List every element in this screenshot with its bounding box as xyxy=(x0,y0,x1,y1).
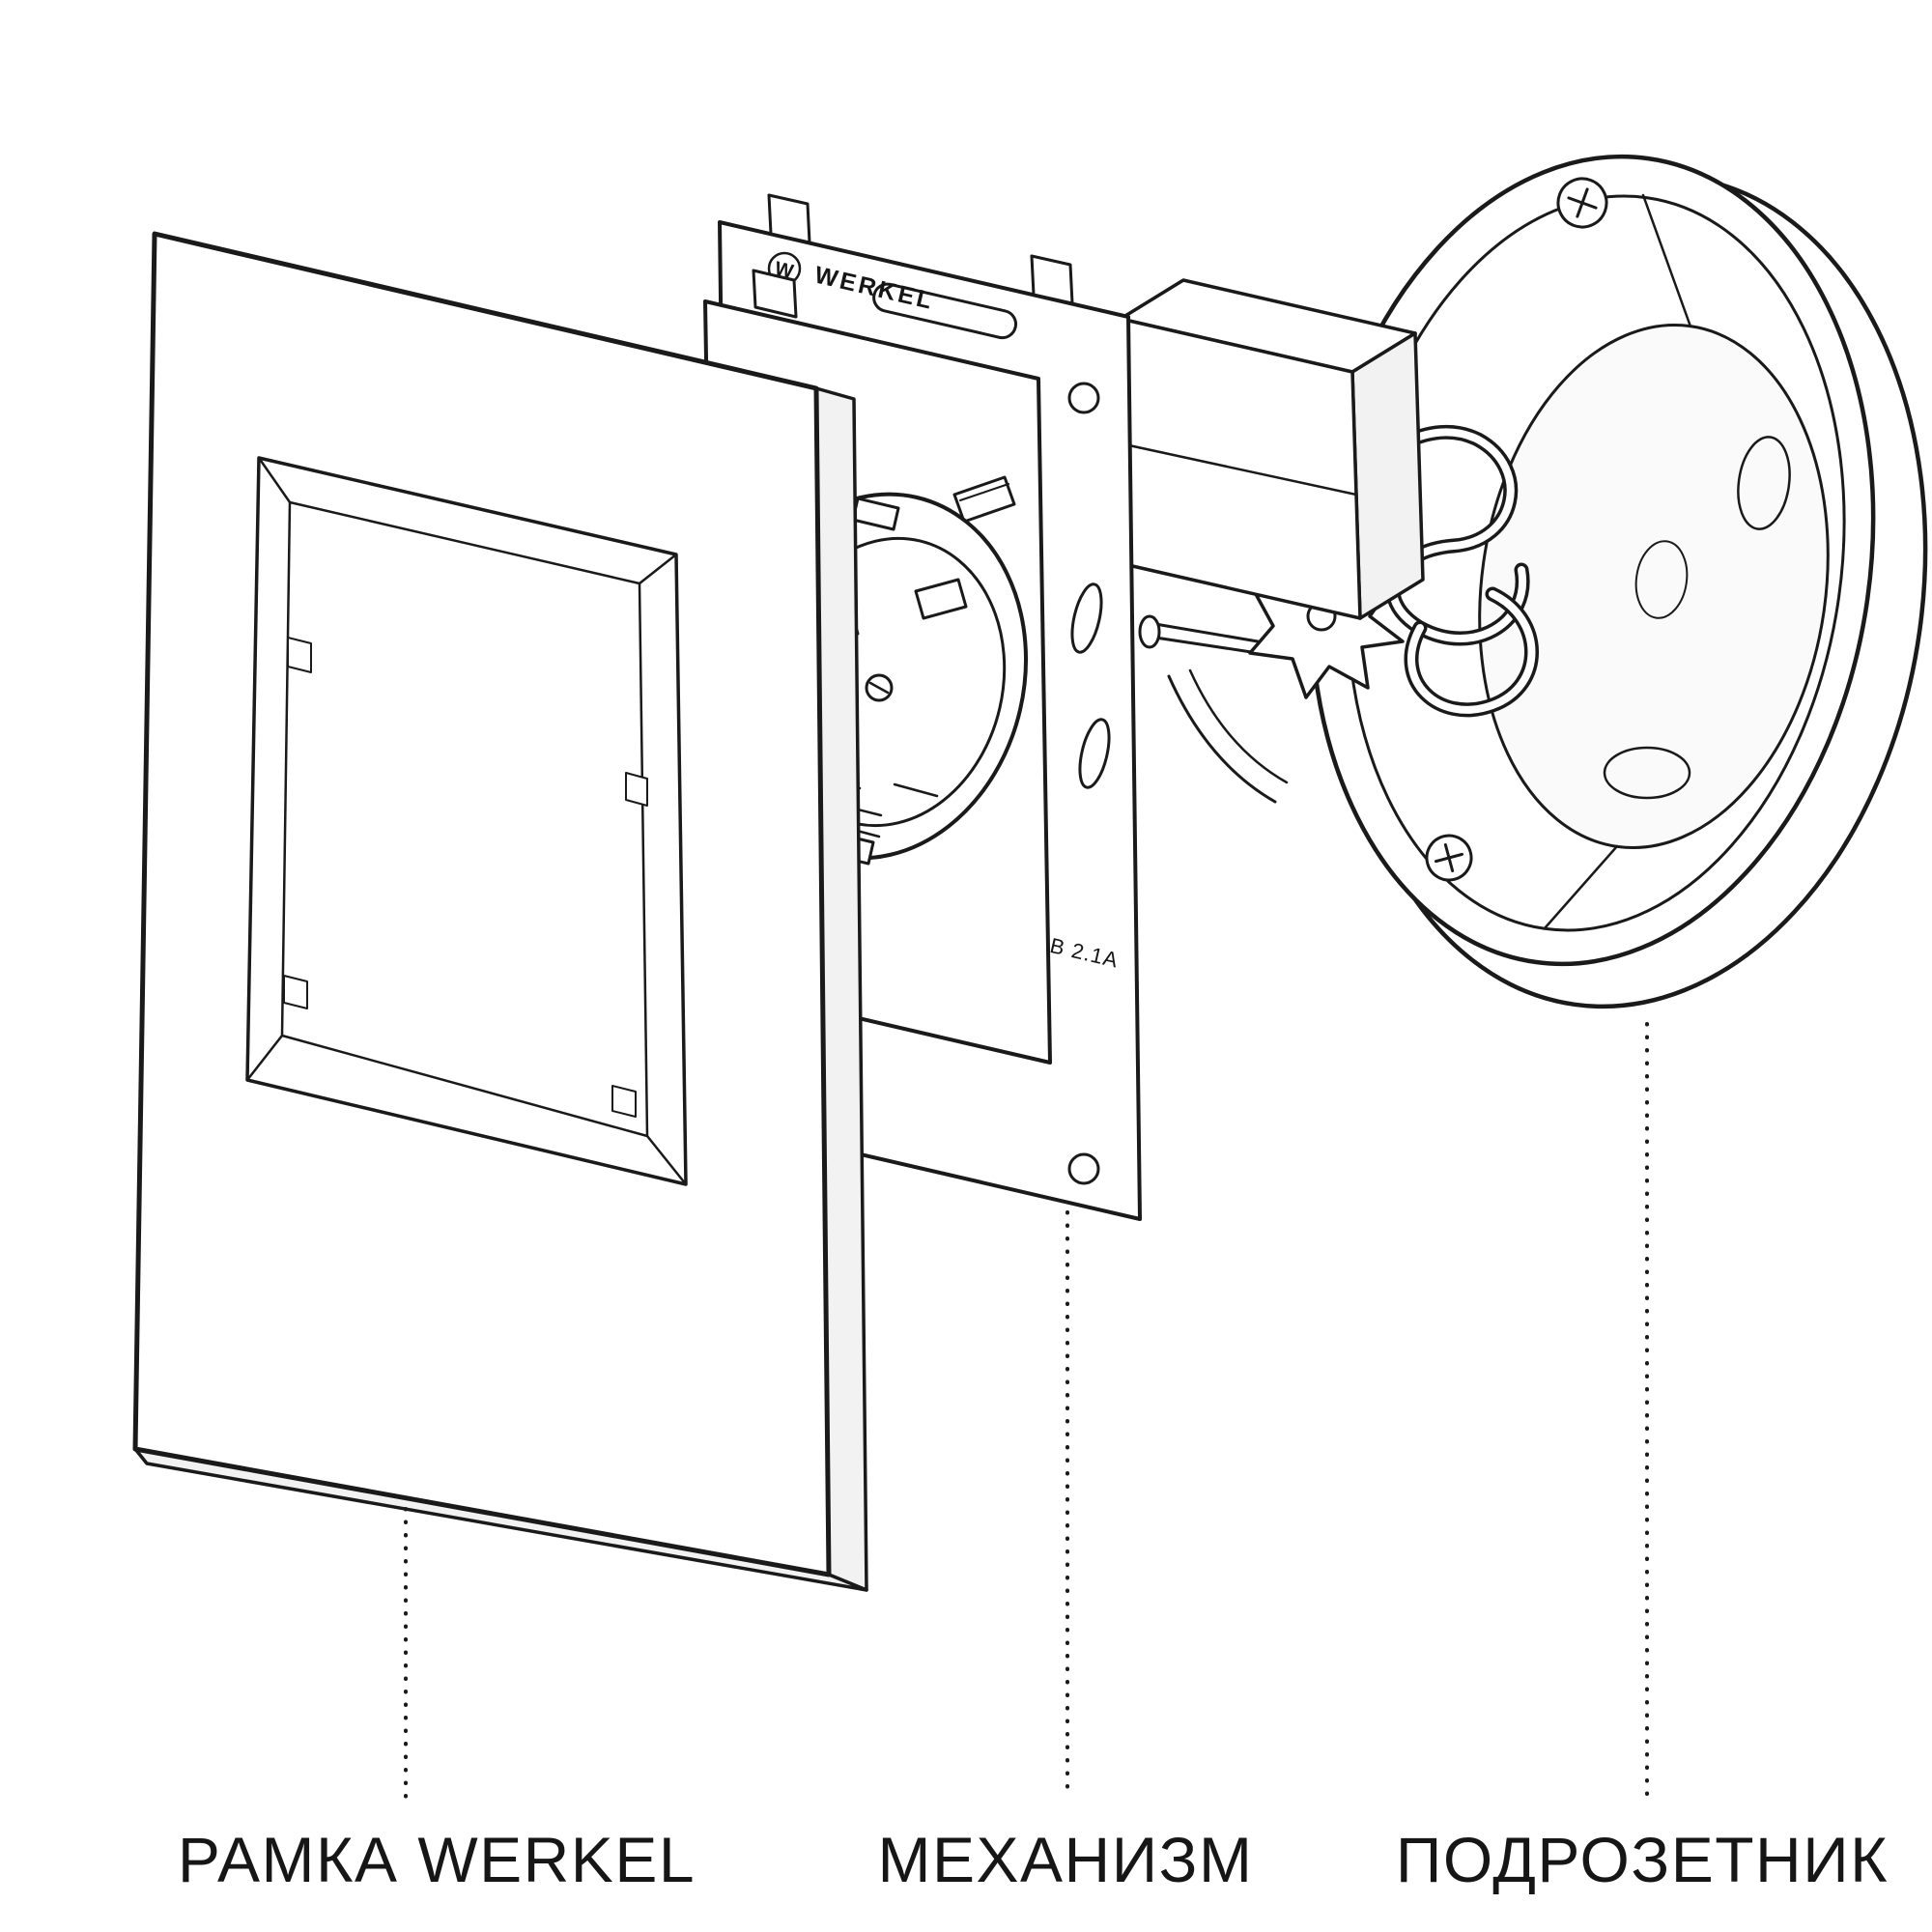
claw-bracket xyxy=(1167,674,1277,804)
wall-box-label: ПОДРОЗЕТНИК xyxy=(1396,1824,1889,1895)
plate-corner-key-line xyxy=(959,483,1009,501)
cavity-depth-line xyxy=(1543,844,1619,930)
housing-seam xyxy=(1122,442,1358,497)
mechanism-label: МЕХАНИЗМ xyxy=(878,1824,1254,1895)
claw-screw-shaft xyxy=(1153,622,1260,643)
frame-step-notches xyxy=(283,637,648,1118)
wall-box-part xyxy=(1308,154,1928,1009)
center-hole xyxy=(1634,540,1689,619)
pin-hole xyxy=(914,578,968,620)
frame-label: РАМКА WERKEL xyxy=(178,1824,696,1895)
strap-oval-slot xyxy=(1078,718,1111,789)
claw-screw-head xyxy=(1138,614,1161,649)
strap-slot xyxy=(872,282,1018,340)
mounting-screw xyxy=(1556,177,1608,229)
mounting-screw xyxy=(1425,834,1473,882)
frame-opening-ledge xyxy=(280,500,649,1138)
strap-tab xyxy=(767,193,811,244)
center-screw-slot xyxy=(868,681,890,695)
wires xyxy=(1327,424,1539,718)
housing-side-face xyxy=(1350,331,1425,620)
frame-bevel-lines xyxy=(245,456,688,1186)
claw-bracket xyxy=(1188,668,1289,784)
knockout-hole xyxy=(1737,436,1791,530)
strap-tab xyxy=(1030,254,1074,305)
plate-corner-key xyxy=(952,475,1016,524)
plate-tab xyxy=(752,269,798,319)
strap-hole xyxy=(1067,382,1100,414)
knockout-hole xyxy=(1603,746,1691,800)
claw-screw-shaft xyxy=(1153,636,1260,655)
frame-part xyxy=(132,231,868,1592)
strap-oval-slot xyxy=(1070,582,1103,654)
mechanism-housing xyxy=(1119,278,1425,620)
strap-hole xyxy=(1067,1152,1100,1185)
cavity-depth-line xyxy=(1641,193,1692,328)
